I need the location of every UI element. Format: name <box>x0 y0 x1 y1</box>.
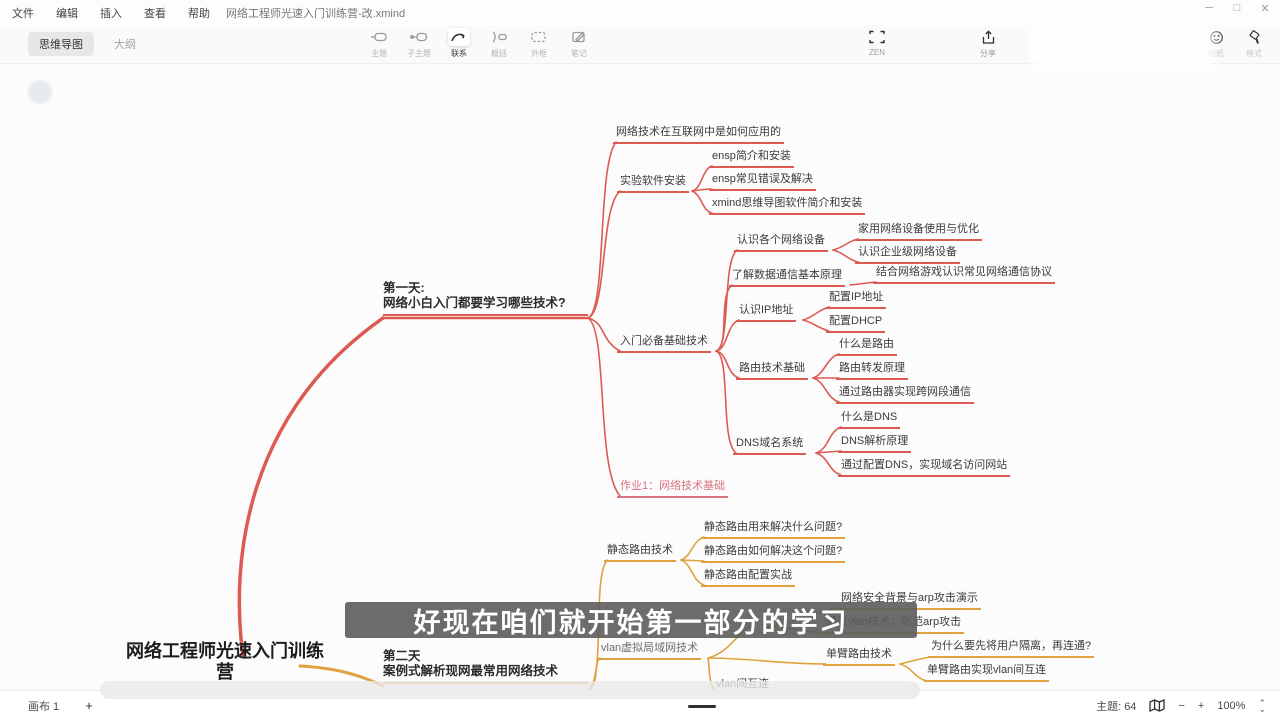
zoom-stepper[interactable]: ⌃⌄ <box>1258 697 1266 714</box>
mindmap-topic[interactable]: 配置IP地址 <box>826 291 887 309</box>
map-overview-button[interactable] <box>1149 699 1166 712</box>
menu-file[interactable]: 文件 <box>12 8 34 20</box>
minimize-button[interactable]: ─ <box>1205 2 1213 14</box>
zoom-in-button[interactable]: + <box>1197 699 1205 712</box>
topic-count: 主题: 64 <box>1096 700 1137 713</box>
menu-view[interactable]: 查看 <box>144 8 166 20</box>
zen-icon <box>866 28 888 46</box>
document-title: 网络工程师光速入门训练营-改.xmind <box>226 8 406 20</box>
menu-help[interactable]: 帮助 <box>188 8 210 20</box>
mindmap-topic[interactable]: 静态路由用来解决什么问题? <box>701 521 846 539</box>
mindmap-topic[interactable]: DNS解析原理 <box>838 435 912 453</box>
video-subtitle: 好现在咱们就开始第一部分的学习 <box>345 602 917 638</box>
mindmap-topic[interactable]: 结合网络游戏认识常见网络通信协议 <box>873 266 1055 284</box>
mindmap-topic[interactable]: 通过路由器实现跨网段通信 <box>836 386 974 404</box>
mindmap-topic[interactable]: 实验软件安装 <box>617 175 689 193</box>
mindmap-topic[interactable]: xmind思维导图软件简介和安装 <box>709 197 866 215</box>
mindmap-topic[interactable]: 静态路由技术 <box>604 544 676 562</box>
add-sheet-button[interactable]: + <box>85 698 93 713</box>
tool-subtopic[interactable]: 子主题 <box>406 28 432 59</box>
mindmap-topic[interactable]: 路由转发原理 <box>836 362 908 380</box>
share-icon <box>977 28 999 46</box>
mindmap-topic[interactable]: 路由技术基础 <box>736 362 808 380</box>
assignment-topic[interactable]: 作业1：网络技术基础 <box>617 480 729 498</box>
day1-line1: 第一天: <box>383 281 425 295</box>
video-subtitle-text: 好现在咱们就开始第一部分的学习 <box>413 607 849 638</box>
smiley-icon <box>1205 28 1227 46</box>
mindmap-topic[interactable]: 网络技术在互联网中是如何应用的 <box>613 126 784 144</box>
mindmap-topic[interactable]: 认识IP地址 <box>736 304 797 322</box>
mindmap-topic[interactable]: ensp简介和安装 <box>709 150 794 168</box>
sticker-button[interactable]: 贴纸 <box>1205 28 1227 59</box>
mindmap-topic[interactable]: 什么是DNS <box>838 411 901 429</box>
maximize-button[interactable]: □ <box>1233 2 1241 14</box>
paint-format-icon <box>1243 28 1265 46</box>
menu-edit[interactable]: 编辑 <box>56 8 78 20</box>
day2-line1: 第二天 <box>383 649 421 663</box>
mindmap-topic[interactable]: 静态路由如何解决这个问题? <box>701 545 846 563</box>
mindmap-topic[interactable]: ensp常见错误及解决 <box>709 173 816 191</box>
tool-relationship[interactable]: 联系 <box>446 28 472 59</box>
sheet-tab-canvas1[interactable]: 画布 1 <box>28 700 60 713</box>
mindmap-topic[interactable]: vlan虚拟局域网技术 <box>598 642 702 660</box>
day1-line2: 网络小白入门都要学习哪些技术? <box>383 296 566 310</box>
tool-boundary[interactable]: 外框 <box>526 28 552 59</box>
mindmap-topic[interactable]: 家用网络设备使用与优化 <box>855 223 982 241</box>
video-progress-dash <box>688 705 716 708</box>
mindmap-topic[interactable]: 单臂路由实现vlan间互连 <box>924 664 1050 682</box>
menu-insert[interactable]: 插入 <box>100 8 122 20</box>
share-button[interactable]: 分享 <box>977 28 999 59</box>
mindmap-topic[interactable]: 静态路由配置实战 <box>701 569 795 587</box>
topic-icon <box>368 28 390 46</box>
watermark-dot <box>28 80 52 104</box>
tab-outline[interactable]: 大纲 <box>114 39 136 51</box>
mindmap-topic[interactable]: 认识各个网络设备 <box>734 234 828 252</box>
mindmap-topic[interactable]: 通过配置DNS，实现域名访问网站 <box>838 459 1011 477</box>
tool-summary[interactable]: 概括 <box>486 28 512 59</box>
zoom-level[interactable]: 100% <box>1217 699 1246 712</box>
zoom-out-button[interactable]: − <box>1178 699 1185 712</box>
mindmap-topic[interactable]: 了解数据通信基本原理 <box>729 269 845 287</box>
zen-mode-button[interactable]: ZEN <box>866 28 888 57</box>
mindmap-topic[interactable]: 单臂路由技术 <box>823 648 895 666</box>
boundary-icon <box>528 28 550 46</box>
root-topic[interactable]: 网络工程师光速入门训练营 <box>126 641 324 682</box>
close-button[interactable]: ✕ <box>1260 3 1270 15</box>
status-bar: 画布 1 + 主题: 64 − + 100% ⌃⌄ <box>0 690 1280 720</box>
mindmap-topic[interactable]: 为什么要先将用户隔离，再连通? <box>928 640 1095 658</box>
tool-topic[interactable]: 主题 <box>366 28 392 59</box>
subtopic-icon <box>408 28 430 46</box>
note-icon <box>568 28 590 46</box>
mindmap-topic[interactable]: 配置DHCP <box>826 315 886 333</box>
day2-line2: 案例式解析现网最常用网络技术 <box>383 664 559 678</box>
day2-topic[interactable]: 第二天 案例式解析现网最常用网络技术 <box>383 649 588 684</box>
menu-bar: 文件 编辑 插入 查看 帮助 网络工程师光速入门训练营-改.xmind ─ □ … <box>0 0 1280 26</box>
tool-bar: 思维导图 大纲 主题 子主题 联系 <box>0 26 1280 64</box>
summary-icon <box>488 28 510 46</box>
tab-mindmap[interactable]: 思维导图 <box>28 32 94 56</box>
day1-topic[interactable]: 第一天: 网络小白入门都要学习哪些技术? <box>383 281 588 316</box>
mindmap-topic[interactable]: DNS域名系统 <box>733 437 807 455</box>
tool-note[interactable]: 笔记 <box>566 28 592 59</box>
mindmap-topic[interactable]: 入门必备基础技术 <box>617 335 711 353</box>
format-button[interactable]: 格式 <box>1243 28 1265 59</box>
mindmap-topic[interactable]: 认识企业级网络设备 <box>855 246 960 264</box>
mindmap-topic[interactable]: 什么是路由 <box>836 338 897 356</box>
relationship-icon <box>448 28 470 46</box>
